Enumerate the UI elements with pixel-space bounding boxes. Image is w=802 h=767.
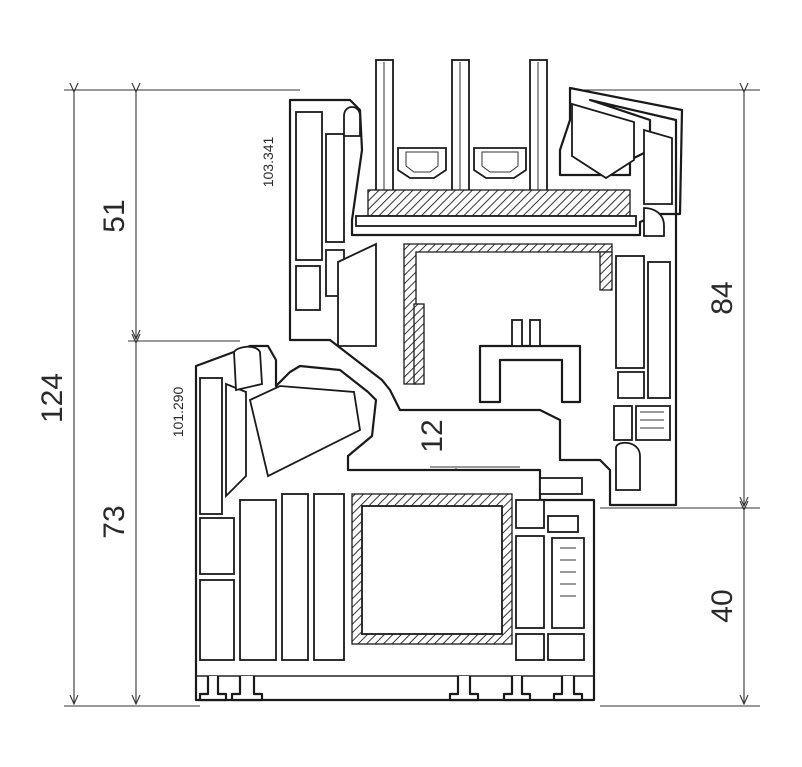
part-number-sash: 103.341 [260, 136, 276, 187]
dim-frame-lower: 73 [98, 505, 131, 538]
dimension-lines-right [580, 90, 760, 707]
dim-total-height: 124 [36, 373, 69, 423]
dim-frame-right: 40 [706, 589, 739, 622]
frame-profile [194, 344, 596, 702]
dimension-lines-left [64, 90, 300, 707]
glazing-panes [355, 59, 637, 227]
part-number-frame: 101.290 [170, 386, 186, 437]
dim-overlap: 12 [416, 419, 449, 452]
dim-sash-upper: 51 [98, 199, 131, 232]
dim-sash-right: 84 [706, 281, 739, 314]
sash-profile [288, 86, 684, 507]
